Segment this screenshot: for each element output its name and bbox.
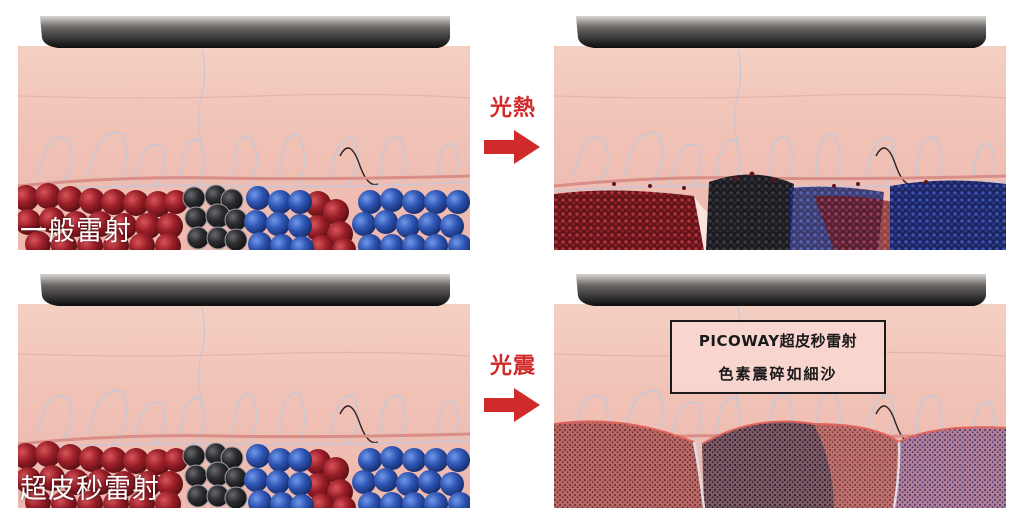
panel-normal-laser-after bbox=[554, 16, 1006, 250]
picoway-callout: PICOWAY超皮秒雷射 色素震碎如細沙 bbox=[670, 320, 886, 394]
panel-label-picosecond-laser: 超皮秒雷射 bbox=[20, 474, 160, 505]
right-arrow-icon bbox=[484, 388, 540, 422]
panel-label-normal-laser: 一般雷射 bbox=[20, 216, 132, 247]
pigment-sand bbox=[554, 420, 1006, 508]
arrow-photothermal: 光熱 bbox=[478, 96, 548, 164]
sand-pigment-illustration bbox=[554, 274, 1006, 508]
skin-pigment-illustration bbox=[18, 274, 470, 508]
panel-picosecond-laser-before: 超皮秒雷射 bbox=[18, 274, 470, 508]
pigment-clusters bbox=[18, 183, 470, 250]
arrow-label-photoacoustic: 光震 bbox=[489, 354, 536, 379]
panel-normal-laser-before: 一般雷射 bbox=[18, 16, 470, 250]
pigment-clusters bbox=[18, 441, 470, 508]
arrow-photoacoustic: 光震 bbox=[478, 354, 548, 422]
callout-title: PICOWAY超皮秒雷射 bbox=[698, 332, 858, 350]
fragmented-pigment-illustration bbox=[554, 16, 1006, 250]
right-arrow-icon bbox=[484, 130, 540, 164]
arrow-label-photothermal: 光熱 bbox=[489, 96, 536, 121]
callout-subtitle: 色素震碎如細沙 bbox=[718, 365, 838, 383]
panel-picosecond-laser-after bbox=[554, 274, 1006, 508]
pigment-fragments bbox=[554, 171, 1006, 250]
skin-pigment-illustration bbox=[18, 16, 470, 250]
